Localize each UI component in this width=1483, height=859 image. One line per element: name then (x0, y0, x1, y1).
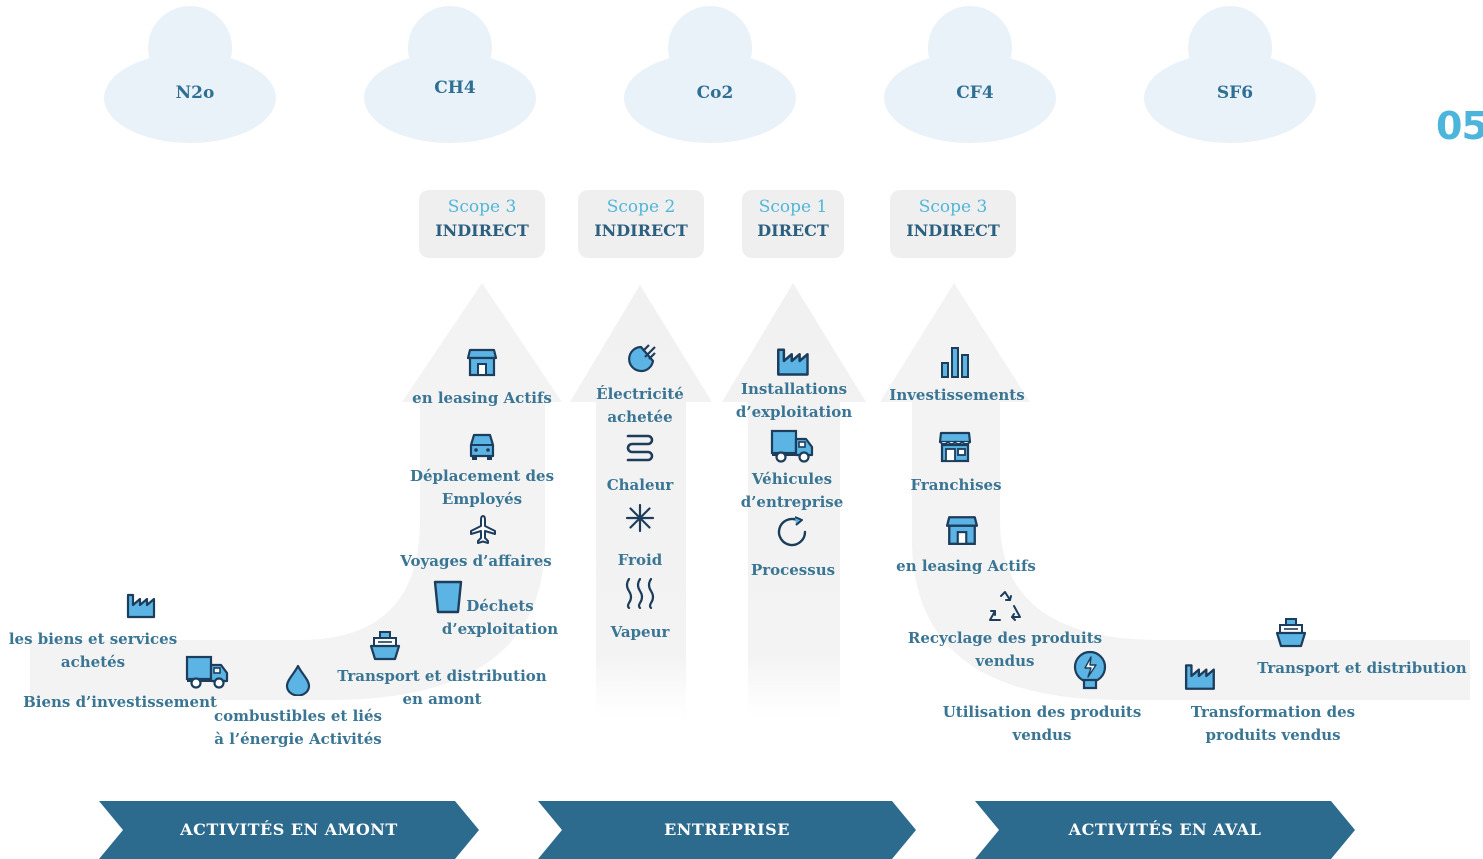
scope2-arrow (570, 285, 712, 720)
scope-title: Scope 3 (447, 197, 517, 217)
downstream-flow-arrow (880, 283, 1470, 700)
scope1-vehicles-label: Véhicules d’entreprise (740, 470, 844, 511)
upstream-commuting-label: Déplacement des Employés (409, 467, 555, 508)
upstream-transport-label: Transport et distribution en amont (337, 667, 547, 708)
cloud-co2 (624, 6, 796, 143)
drop-icon (285, 664, 311, 696)
scope2-heat-label: Chaleur (606, 476, 674, 494)
trash-bin-icon (433, 580, 463, 614)
banner-upstream: ACTIVITÉS EN AMONT (99, 801, 479, 859)
scope2-electricity-label: Électricité achetée (596, 385, 684, 426)
lightbulb-icon (1073, 650, 1107, 690)
scope-title: Scope 3 (918, 197, 988, 217)
scope-box-downstream: Scope 3 INDIRECT (890, 190, 1016, 258)
scope2-steam-label: Vapeur (610, 623, 670, 641)
truck-icon (185, 655, 229, 689)
recycle-icon (989, 591, 1021, 621)
heating-coil-icon (626, 434, 654, 462)
downstream-investments-label: Investissements (889, 386, 1025, 404)
gas-label-ch4: CH4 (434, 78, 476, 98)
truck-icon (770, 429, 814, 463)
gas-label-n2o: N2o (175, 83, 215, 103)
scope-type: INDIRECT (594, 221, 688, 240)
steam-icon (625, 577, 655, 609)
scope1-process-label: Processus (750, 561, 836, 579)
scope-box-scope2: Scope 2 INDIRECT (578, 190, 704, 258)
banner-downstream-label: ACTIVITÉS EN AVAL (1068, 820, 1262, 839)
upstream-fuel-label: combustibles et liés à l’énergie Activit… (214, 707, 382, 748)
scope1-facilities-label: Installations d’exploitation (735, 380, 853, 421)
banner-company-label: ENTREPRISE (664, 820, 790, 839)
ship-icon (369, 631, 401, 661)
factory-icon (777, 348, 809, 376)
gas-label-sf6: SF6 (1216, 83, 1254, 103)
downstream-leased-label: en leasing Actifs (896, 557, 1036, 575)
plug-icon (628, 344, 656, 373)
page-number: 05 (1436, 104, 1483, 148)
cloud-sf6 (1144, 6, 1316, 143)
downstream-recycling-label: Recyclage des produits vendus (907, 629, 1103, 670)
scope2-cold-label: Froid (617, 551, 663, 569)
upstream-waste-label: Déchets d’exploitation (441, 597, 559, 638)
scope-box-scope1: Scope 1 DIRECT (742, 190, 844, 258)
scope-title: Scope 1 (758, 197, 828, 217)
ship-icon (1275, 618, 1307, 648)
banner-upstream-label: ACTIVITÉS EN AMONT (180, 820, 398, 839)
scope1-arrow (722, 283, 866, 720)
downstream-processing-label: Transformation des produits vendus (1190, 703, 1356, 744)
refresh-icon (777, 516, 807, 547)
factory-icon (126, 593, 156, 619)
upstream-flow-arrow (30, 283, 562, 700)
upstream-travel-label: Voyages d’affaires (400, 552, 552, 570)
upstream-purchased-label: les biens et services achetés (8, 630, 178, 671)
downstream-franchises-label: Franchises (910, 476, 1002, 494)
cloud-n2o (104, 6, 276, 143)
snowflake-icon (625, 503, 655, 533)
scope-title: Scope 2 (606, 197, 676, 217)
store-icon (945, 516, 979, 545)
shop-icon (938, 431, 972, 463)
factory-icon (1184, 664, 1215, 690)
banner-company: ENTREPRISE (538, 801, 916, 859)
airplane-icon (470, 515, 496, 544)
scope-type: INDIRECT (906, 221, 1000, 240)
cloud-ch4 (364, 6, 536, 143)
scope-type: DIRECT (757, 221, 829, 240)
gas-label-co2: Co2 (696, 83, 734, 103)
banner-downstream: ACTIVITÉS EN AVAL (975, 801, 1355, 859)
gas-label-cf4: CF4 (956, 83, 994, 103)
bar-chart-icon (941, 347, 969, 378)
downstream-transport-label: Transport et distribution (1257, 659, 1467, 677)
upstream-leased-label: en leasing Actifs (412, 389, 552, 407)
store-icon (466, 348, 498, 377)
cloud-cf4 (884, 6, 1056, 143)
scope-box-upstream: Scope 3 INDIRECT (419, 190, 545, 258)
car-icon (469, 433, 495, 460)
downstream-use-label: Utilisation des produits vendus (942, 703, 1142, 744)
scope-type: INDIRECT (435, 221, 529, 240)
upstream-capital-goods-label: Biens d’investissement (23, 693, 217, 711)
